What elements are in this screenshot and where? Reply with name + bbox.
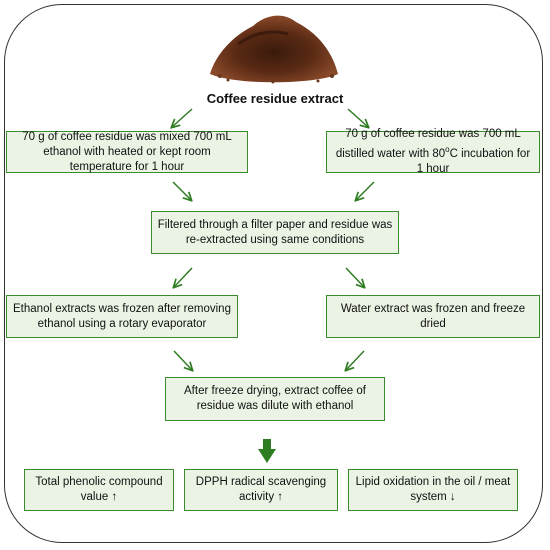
step-dilute: After freeze drying, extract coffee of r…: [165, 377, 385, 421]
bold-down-arrow-icon: [258, 439, 276, 463]
arrow-icon: [347, 108, 368, 127]
result-text: Total phenolic compound value ↑: [35, 476, 163, 503]
arrow-icon: [356, 181, 375, 200]
step-text-part: C incubation for 1 hour: [416, 147, 531, 175]
result-text: Lipid oxidation in the oil / meat system…: [355, 476, 511, 503]
coffee-powder-image: [210, 15, 338, 84]
result-phenolic: Total phenolic compound value ↑: [24, 469, 174, 511]
step-text: 70 g of coffee residue was mixed 700 mL …: [22, 130, 232, 173]
step-text: 70 g of coffee residue was 700 mL distil…: [332, 127, 534, 177]
step-water-freeze: Water extract was frozen and freeze drie…: [326, 295, 540, 338]
step-text: Ethanol extracts was frozen after removi…: [13, 302, 231, 330]
step-text: Water extract was frozen and freeze drie…: [340, 302, 526, 330]
arrow-icon: [173, 350, 192, 370]
step-text: Filtered through a filter paper and resi…: [157, 218, 393, 246]
result-text: DPPH radical scavenging activity ↑: [195, 476, 327, 503]
arrow-icon: [172, 108, 193, 127]
step-text-superscript: o: [445, 145, 450, 155]
result-dpph: DPPH radical scavenging activity ↑: [184, 469, 338, 511]
arrow-icon: [346, 350, 365, 370]
result-lipid: Lipid oxidation in the oil / meat system…: [348, 469, 518, 511]
step-filter: Filtered through a filter paper and resi…: [151, 211, 399, 254]
arrow-icon: [174, 267, 193, 287]
step-water-mix: 70 g of coffee residue was 700 mL distil…: [326, 128, 540, 175]
arrow-icon: [345, 267, 364, 287]
step-text-part: 70 g of coffee residue was 700 mL distil…: [335, 128, 521, 160]
step-ethanol-mix: 70 g of coffee residue was mixed 700 mL …: [6, 131, 248, 173]
step-ethanol-freeze: Ethanol extracts was frozen after removi…: [6, 295, 238, 338]
diagram-title: Coffee residue extract: [206, 91, 344, 106]
arrow-icon: [172, 181, 191, 200]
step-text: After freeze drying, extract coffee of r…: [184, 385, 366, 412]
rounded-frame: [4, 4, 543, 543]
